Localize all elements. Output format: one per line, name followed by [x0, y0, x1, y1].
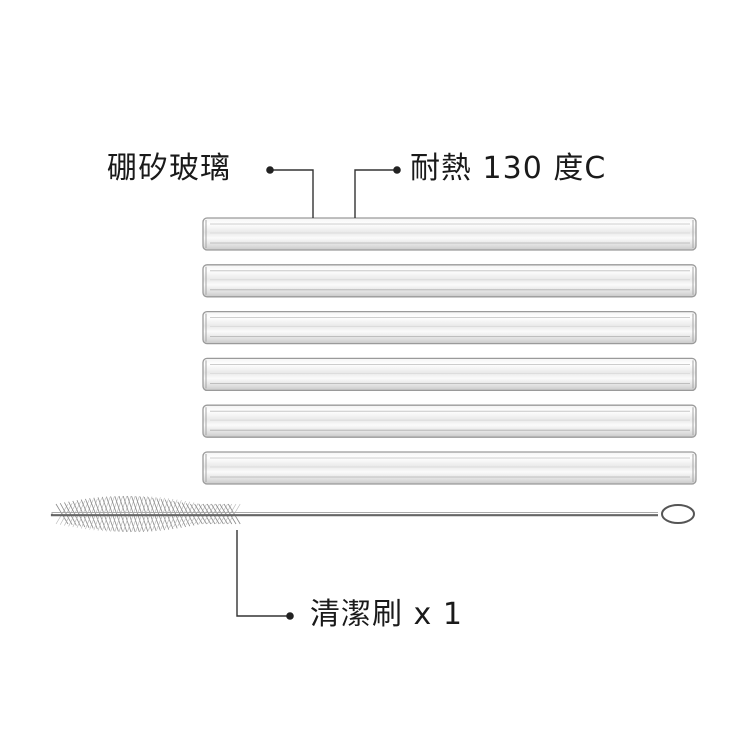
brush-wire-twist	[51, 512, 658, 514]
leader-brush	[236, 530, 294, 620]
material-label: 硼矽玻璃	[107, 151, 231, 186]
glass-straw	[202, 310, 697, 345]
glass-straw	[202, 264, 697, 298]
leader-material	[266, 166, 314, 218]
glass-straw	[202, 217, 697, 251]
cleaning-brush	[50, 495, 695, 533]
glass-straw	[202, 451, 697, 485]
brush-wire	[50, 514, 658, 517]
brush-loop	[661, 504, 695, 524]
glass-straw	[202, 357, 697, 392]
heat-resistance-label: 耐熱 130 度C	[410, 151, 607, 186]
brush-bristles	[55, 495, 241, 533]
glass-straw	[202, 404, 697, 438]
glass-straws	[202, 217, 697, 485]
leader-heat	[354, 166, 401, 218]
brush-count-label: 清潔刷 x 1	[310, 597, 463, 632]
